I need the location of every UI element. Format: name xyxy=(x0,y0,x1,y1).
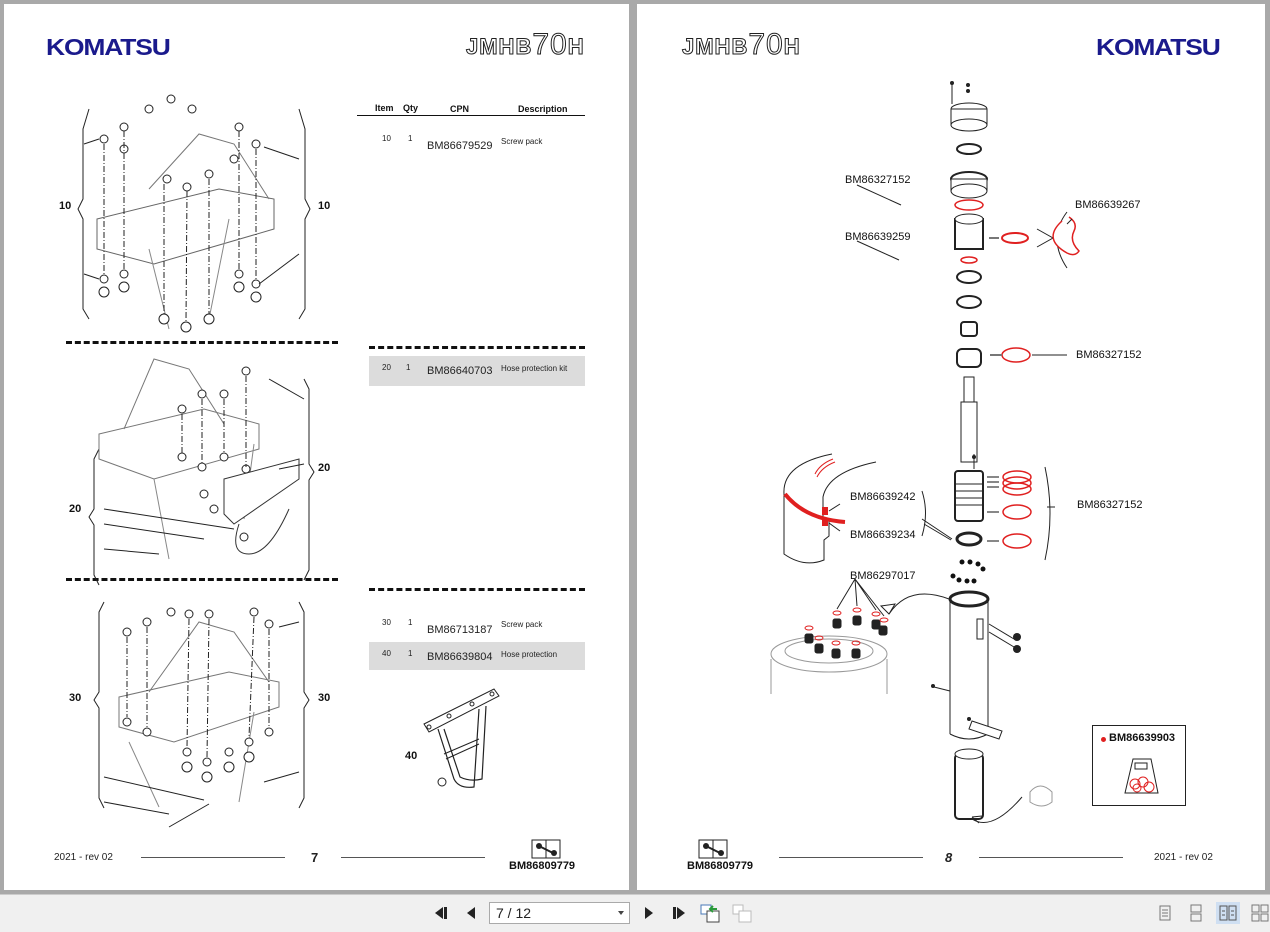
callout-part-number: BM86639267 xyxy=(1075,199,1141,211)
row-qty: 1 xyxy=(406,363,411,372)
callout-label: 30 xyxy=(318,692,331,704)
header-cpn: CPN xyxy=(450,104,470,114)
footer-rule xyxy=(341,857,485,858)
go-forward-view-button[interactable] xyxy=(730,901,754,925)
red-dot-icon xyxy=(1101,737,1106,742)
callout-part-number: BM86639234 xyxy=(850,529,916,541)
table-row: 20 1 BM86640703 Hose protection kit xyxy=(369,356,585,386)
mounting-bracket-diagram-10 xyxy=(77,94,311,333)
seal-kit-bag-icon xyxy=(1124,758,1159,794)
row-cpn: BM86640703 xyxy=(427,365,493,377)
model-logo: JMHB70H xyxy=(681,28,801,62)
next-view-icon xyxy=(732,904,752,923)
row-qty: 1 xyxy=(408,134,413,143)
row-qty: 1 xyxy=(408,618,413,627)
row-item: 30 xyxy=(382,618,391,627)
table-row: 40 1 BM86639804 Hose protection xyxy=(369,642,585,670)
mounting-bracket-diagram-30 xyxy=(93,601,310,828)
footer-rule xyxy=(979,857,1123,858)
first-page-icon xyxy=(435,907,447,919)
row-description: Hose protection xyxy=(501,650,558,659)
section-divider xyxy=(369,588,585,591)
callout-part-number: BM86639259 xyxy=(845,231,911,243)
footer-date: 2021 - rev 02 xyxy=(1154,852,1213,863)
parts-book-icon xyxy=(531,839,561,859)
footer-doc-code: BM86809779 xyxy=(509,860,576,872)
callout-part-number: BM86327152 xyxy=(1077,499,1143,511)
callout-part-number: BM86639242 xyxy=(850,491,916,503)
parts-book-icon xyxy=(698,839,728,859)
section-divider xyxy=(66,578,338,581)
dropdown-arrow-icon xyxy=(618,911,624,915)
go-back-view-button[interactable] xyxy=(698,901,722,925)
footer-doc-code: BM86809779 xyxy=(687,860,754,872)
facing-view-button[interactable] xyxy=(1216,902,1240,924)
header-rule xyxy=(357,115,585,116)
section-divider xyxy=(369,346,585,349)
facing-pages-icon xyxy=(1219,905,1237,921)
header-description: Description xyxy=(518,104,568,114)
komatsu-logo: KOMATSU xyxy=(1096,34,1221,60)
row-cpn: BM86639804 xyxy=(427,651,493,663)
viewer-toolbar: 7 / 12 xyxy=(0,894,1270,932)
header-item: Item xyxy=(375,103,394,113)
callout-part-number: BM86327152 xyxy=(1076,349,1142,361)
row-cpn: BM86713187 xyxy=(427,624,493,636)
header-qty: Qty xyxy=(403,103,419,113)
next-page-icon xyxy=(645,907,653,919)
previous-page-icon xyxy=(467,907,475,919)
hose-protection-kit-diagram-20 xyxy=(88,358,315,586)
previous-view-icon xyxy=(700,904,720,923)
row-item: 20 xyxy=(382,363,391,372)
page-number-input[interactable]: 7 / 12 xyxy=(489,902,630,924)
next-page-button[interactable] xyxy=(636,901,660,925)
callout-label: 20 xyxy=(69,503,82,515)
page-number: 8 xyxy=(945,850,953,865)
first-page-button[interactable] xyxy=(430,901,454,925)
callout-label: 10 xyxy=(318,200,331,212)
continuous-facing-view-button[interactable] xyxy=(1250,902,1270,924)
table-row: 30 1 BM86713187 Screw pack xyxy=(369,612,585,642)
table-row: 10 1 BM86679529 Screw pack xyxy=(369,128,585,158)
callout-label: 20 xyxy=(318,462,331,474)
last-page-button[interactable] xyxy=(666,901,690,925)
seal-kit-box: BM86639903 xyxy=(1092,725,1186,806)
callout-label: 30 xyxy=(69,692,82,704)
row-item: 40 xyxy=(382,649,391,658)
last-page-icon xyxy=(673,907,685,919)
hose-protection-diagram-40 xyxy=(423,688,500,788)
continuous-view-button[interactable] xyxy=(1184,902,1208,924)
callout-part-number: BM86297017 xyxy=(850,570,916,582)
callout-part-number: BM86327152 xyxy=(845,174,911,186)
continuous-page-icon xyxy=(1190,904,1202,922)
footer-date: 2021 - rev 02 xyxy=(54,852,113,863)
footer-rule xyxy=(779,857,923,858)
page-number: 7 xyxy=(311,850,319,865)
hammer-exploded-diagram xyxy=(770,81,1080,824)
row-item: 10 xyxy=(382,134,391,143)
section-divider xyxy=(66,341,338,344)
row-qty: 1 xyxy=(408,649,413,658)
right-page: JMHB70H KOMATSU xyxy=(637,4,1265,890)
row-cpn: BM86679529 xyxy=(427,140,493,152)
previous-page-button[interactable] xyxy=(460,901,484,925)
left-page: KOMATSU JMHB70H Item Qty CPN Description… xyxy=(4,4,629,890)
callout-label: 10 xyxy=(59,200,72,212)
single-page-icon xyxy=(1159,905,1171,921)
continuous-facing-icon xyxy=(1251,904,1269,922)
komatsu-logo: KOMATSU xyxy=(46,34,171,60)
footer-rule xyxy=(141,857,285,858)
row-description: Hose protection kit xyxy=(501,364,568,373)
single-page-view-button[interactable] xyxy=(1153,902,1177,924)
row-description: Screw pack xyxy=(501,137,543,146)
callout-label: 40 xyxy=(405,750,418,762)
model-logo: JMHB70H xyxy=(465,28,585,62)
page-indicator: 7 / 12 xyxy=(496,905,532,921)
seal-kit-code: BM86639903 xyxy=(1109,732,1176,744)
row-description: Screw pack xyxy=(501,620,543,629)
